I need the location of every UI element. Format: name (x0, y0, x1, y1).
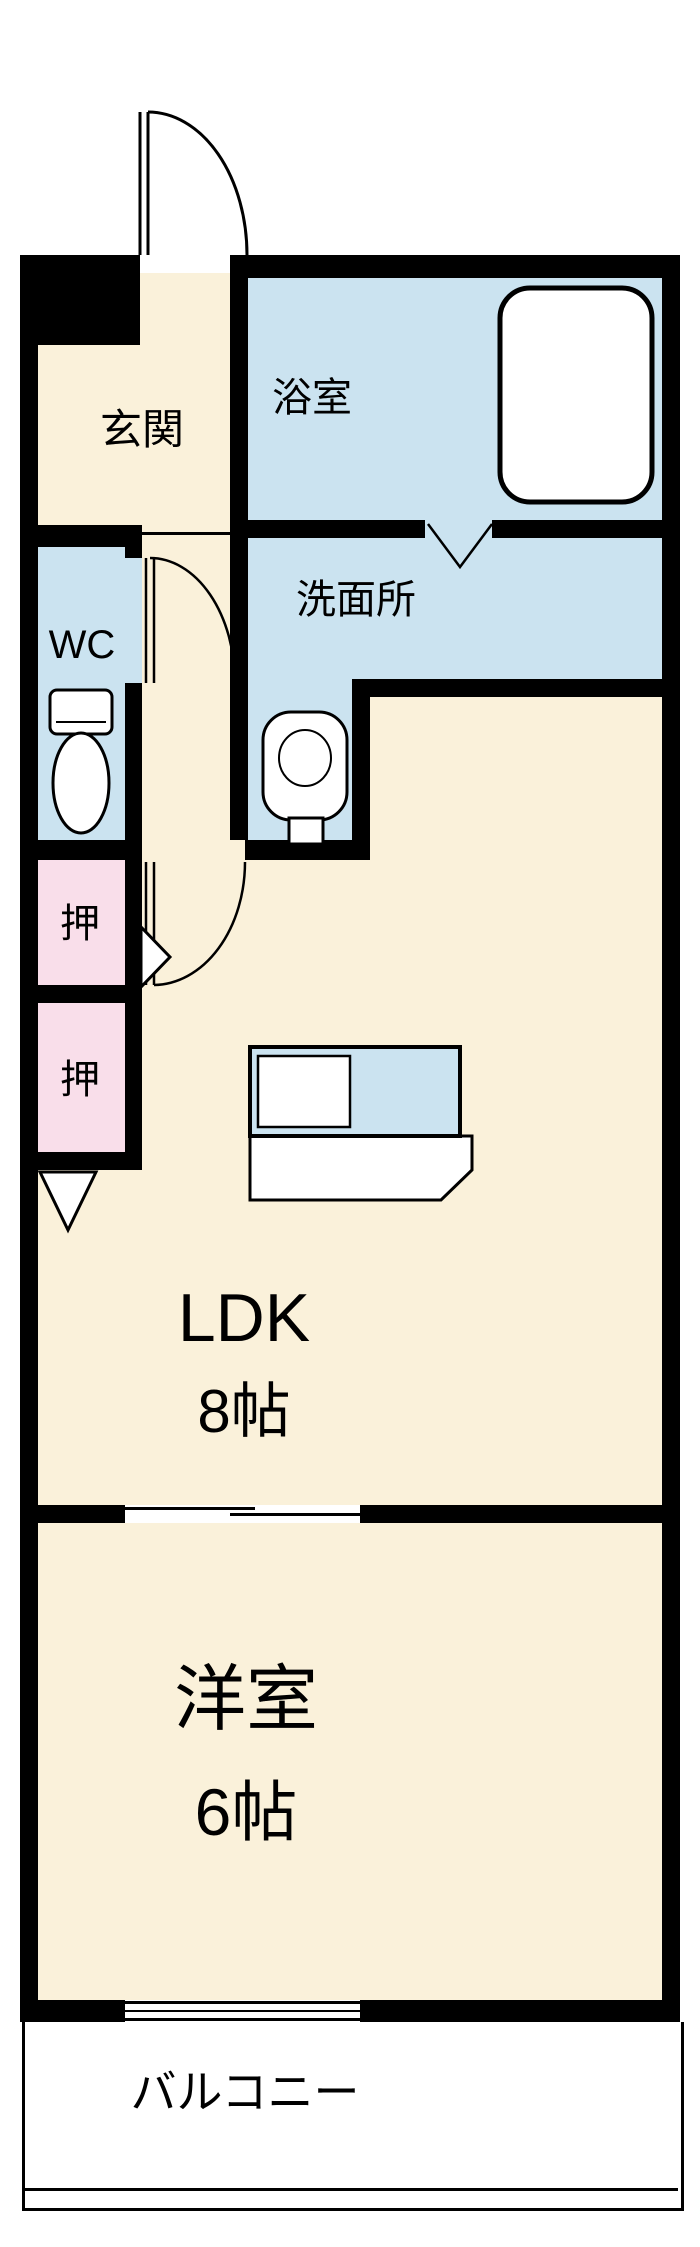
label-balcony: バルコニー (130, 2066, 360, 2118)
balcony-railing-line (22, 2188, 678, 2191)
wall-top (245, 255, 680, 278)
entrance-door-arc (138, 110, 249, 256)
label-genkan: 玄関 (99, 406, 185, 453)
wall-ldk-western-left (20, 1505, 125, 1523)
window-line-middle (125, 2010, 360, 2012)
bathtub (497, 285, 655, 505)
label-bathroom: 浴室 (272, 376, 352, 420)
bath-folding-door (426, 523, 494, 570)
wall-right (662, 255, 680, 2022)
wall-below-wc (20, 840, 142, 860)
wall-washroom-ldk (352, 679, 662, 697)
wall-western-balcony-right (360, 2000, 680, 2022)
label-western-name: 洋室 (173, 1660, 319, 1740)
wc-door-arc (144, 556, 237, 684)
room-balcony (22, 2022, 684, 2211)
window-line-bottom (125, 2018, 360, 2021)
room-washroom (248, 520, 662, 697)
label-washroom: 洗面所 (296, 578, 416, 622)
room-closet-upper (38, 840, 142, 1003)
wall-wc-right-upper (125, 525, 142, 558)
wall-below-nook (245, 840, 370, 860)
wall-western-balcony-left (20, 2000, 125, 2022)
room-closet-lower (38, 985, 142, 1170)
kitchen-counter (248, 1045, 474, 1202)
sliding-door-leaf-left (125, 1507, 255, 1510)
wall-closet-right (125, 840, 142, 1170)
wall-top-left-block (20, 255, 140, 345)
door-swing-triangle (139, 923, 173, 991)
label-closet-upper: 押 (60, 902, 100, 946)
wall-wc-top (20, 525, 142, 547)
label-closet-lower: 押 (60, 1058, 100, 1102)
wall-closet-divider (20, 985, 142, 1003)
wall-bath-washroom-left (248, 520, 425, 538)
room-western (38, 1523, 662, 2000)
wall-left (20, 255, 38, 2022)
wall-wc-right-lower (125, 683, 142, 860)
genkan-step-line (142, 532, 248, 535)
wall-closet-bottom (20, 1152, 142, 1170)
label-ldk-name: LDK (177, 1280, 311, 1356)
wall-ldk-western-right (360, 1505, 680, 1523)
sliding-door-leaf-right (230, 1513, 360, 1516)
wall-bath-washroom-right (492, 520, 662, 538)
washbasin (261, 710, 349, 846)
wall-nook-right (352, 679, 370, 860)
wall-genkan-bath (230, 255, 248, 840)
label-western-size: 6帖 (194, 1775, 298, 1849)
window-line-top (125, 2001, 360, 2004)
label-wc: WC (48, 623, 116, 667)
toilet-fixture (48, 688, 114, 835)
closet-door-triangle (37, 1170, 99, 1234)
label-ldk-size: 8帖 (197, 1378, 291, 1445)
